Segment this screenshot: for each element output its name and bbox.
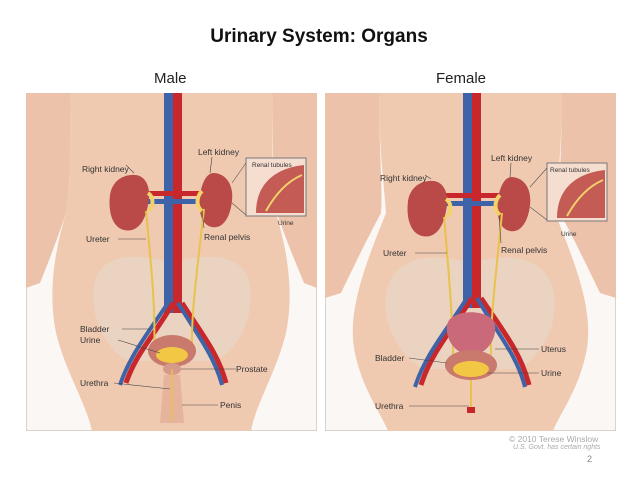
label-right-kidney: Right kidney (82, 164, 130, 174)
label-urethra: Urethra (80, 378, 109, 388)
male-illustration: Right kidney Left kidney Renal tubules U… (26, 93, 317, 431)
label-urethra: Urethra (375, 401, 404, 411)
iliac-artery-right (418, 296, 475, 386)
renal-pelvis-right (444, 197, 453, 219)
label-left-kidney: Left kidney (491, 153, 533, 163)
renal-pelvis-left (195, 189, 204, 213)
renal-pelvis-left (493, 193, 502, 217)
inset-tubule (265, 174, 303, 212)
leader-renal-pelvis (201, 210, 205, 229)
label-bladder: Bladder (375, 353, 404, 363)
renal-vein (435, 201, 515, 206)
label-right-kidney: Right kidney (380, 173, 428, 183)
label-urine: Urine (80, 335, 101, 345)
renal-artery (136, 191, 216, 196)
label-left-kidney: Left kidney (198, 147, 240, 157)
leader-right-kidney (125, 164, 135, 174)
female-anatomy-svg: Right kidney Left kidney Renal tubules U… (325, 93, 616, 431)
aorta (472, 93, 481, 308)
right-kidney (407, 180, 448, 237)
inset-connector (529, 167, 548, 188)
label-ureter: Ureter (383, 248, 407, 258)
left-arm (325, 93, 382, 298)
label-ureter: Ureter (86, 234, 110, 244)
iliac-artery-left (179, 301, 229, 384)
left-arm (26, 93, 71, 288)
leader-bladder (408, 357, 448, 364)
iliac-artery-right (123, 301, 176, 384)
inset-connector (231, 162, 247, 184)
leader-renal-pelvis (498, 214, 502, 244)
ureter-right (145, 210, 156, 349)
urine-in-bladder (453, 361, 489, 377)
page-number: 2 (587, 454, 593, 464)
label-inset-urine: Urine (561, 231, 577, 238)
page-title: Urinary System: Organs (210, 26, 428, 47)
left-kidney (199, 173, 233, 228)
iliac-vein-right (413, 296, 469, 388)
inset-tubule (566, 179, 604, 217)
female-heading: Female (436, 70, 487, 87)
ureter-left (190, 208, 205, 349)
label-renal-pelvis: Renal pelvis (501, 245, 547, 255)
inset-kidney-tissue (557, 170, 605, 218)
renal-vein (136, 199, 216, 204)
label-inset-urine: Urine (278, 220, 294, 227)
male-anatomy-svg: Right kidney Left kidney Renal tubules U… (26, 93, 317, 431)
vena-cava (463, 93, 472, 308)
copyright-notice: © 2010 Terese Winslow (509, 434, 599, 444)
urethral-opening (467, 407, 475, 413)
iliac-artery-left (478, 296, 532, 386)
leader-urine (117, 339, 161, 354)
renal-pelvis-right (146, 191, 155, 213)
label-uterus: Uterus (541, 344, 566, 354)
inset-connector (529, 206, 548, 221)
leader-left-kidney (509, 162, 512, 178)
iliac-vein-left (475, 297, 527, 388)
left-kidney (497, 177, 531, 232)
urine-in-bladder (156, 347, 188, 363)
inset-kidney-tissue (256, 165, 304, 213)
leader-urethra (113, 382, 171, 390)
female-illustration: Right kidney Left kidney Renal tubules U… (325, 93, 616, 431)
copyright-rights: U.S. Govt. has certain rights (513, 444, 601, 451)
label-renal-tubules: Renal tubules (550, 167, 590, 174)
inset-connector (231, 202, 247, 216)
label-urine: Urine (541, 368, 562, 378)
male-heading: Male (154, 70, 187, 87)
label-renal-tubules: Renal tubules (252, 162, 292, 169)
leader-left-kidney (209, 156, 213, 174)
iliac-vein-right (118, 301, 170, 386)
leader-right-kidney (424, 174, 432, 180)
iliac-vein-left (176, 301, 224, 386)
right-kidney (109, 174, 150, 231)
renal-artery (435, 193, 515, 198)
label-prostate: Prostate (236, 364, 268, 374)
uterus (446, 312, 496, 355)
label-renal-pelvis: Renal pelvis (204, 232, 250, 242)
label-penis: Penis (220, 400, 241, 410)
label-bladder: Bladder (80, 324, 109, 334)
